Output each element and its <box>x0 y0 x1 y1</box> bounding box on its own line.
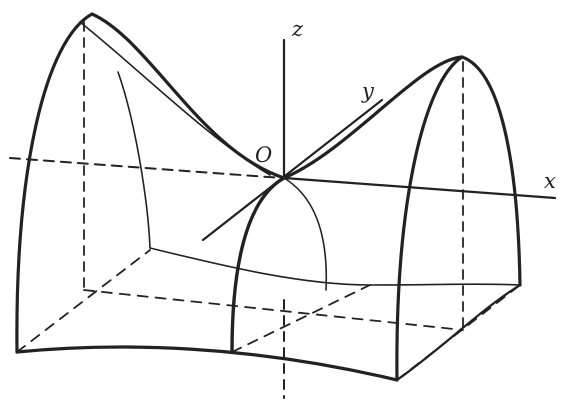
left-back-curve <box>117 71 151 249</box>
back-middle-curve <box>149 247 521 286</box>
x-axis-hidden <box>9 157 283 179</box>
back-parabola <box>283 177 328 291</box>
y-axis <box>201 98 384 242</box>
dashed-floor-back <box>83 289 464 331</box>
right-inner-edge <box>395 55 464 382</box>
saddle-ridge-curve <box>90 12 464 180</box>
z-axis-label: z <box>291 17 304 41</box>
origin-label: O <box>255 143 272 167</box>
dashed-floor-left-diag <box>16 249 151 353</box>
dashed-floor-right-diag <box>396 284 521 381</box>
y-axis-label: y <box>361 79 375 103</box>
saddle-inner-curve <box>79 21 271 176</box>
x-axis <box>282 176 557 200</box>
bottom-front-edge <box>15 345 399 382</box>
front-parabola <box>230 176 286 354</box>
x-axis-label: x <box>544 169 556 193</box>
left-front-edge <box>15 12 94 354</box>
right-front-edge <box>460 55 522 287</box>
dashed-floor-front <box>231 284 371 353</box>
